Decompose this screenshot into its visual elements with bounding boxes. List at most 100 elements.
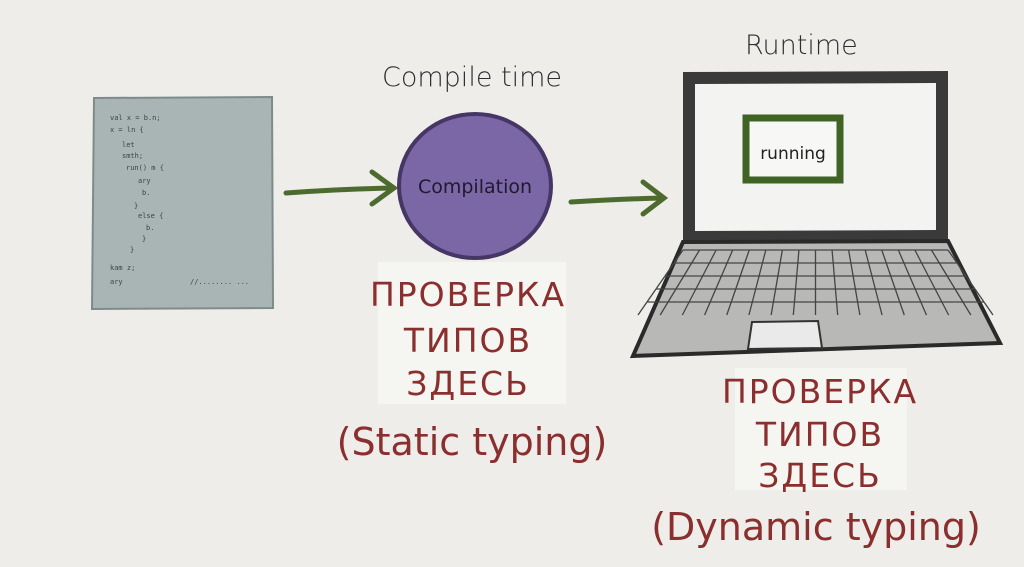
key — [833, 275, 837, 290]
key — [921, 262, 929, 277]
code-line: //........ ... — [190, 278, 249, 286]
compilation-circle: Compilation — [397, 112, 553, 260]
key — [983, 301, 994, 316]
key — [691, 249, 701, 264]
key — [864, 249, 870, 264]
key — [659, 301, 669, 316]
key — [941, 301, 950, 316]
key — [947, 249, 958, 264]
key — [755, 275, 760, 290]
dynamic-typing-note: ПРОВЕРКА ТИПОВ ЗДЕСЬ (Dynamic typing) — [651, 368, 981, 549]
dynamic-typing-label: (Dynamic typing) — [651, 505, 981, 549]
key — [695, 275, 704, 290]
key — [739, 262, 746, 277]
key — [847, 249, 852, 264]
key — [897, 249, 905, 264]
code-line: smth; — [122, 152, 143, 160]
key — [792, 301, 796, 316]
key — [852, 275, 857, 290]
key — [930, 249, 940, 264]
key — [708, 249, 717, 264]
key — [772, 288, 777, 303]
code-line: ary — [110, 278, 123, 286]
key — [920, 301, 928, 316]
key — [962, 301, 972, 316]
key — [751, 288, 757, 303]
code-line: b. — [142, 189, 150, 197]
source-code-page: val x = b.n;x = ln { let smth; run() m {… — [90, 95, 275, 311]
key — [726, 301, 732, 316]
compile-time-heading: Compile time — [382, 62, 562, 93]
key — [965, 275, 976, 290]
key — [867, 262, 873, 277]
key — [854, 288, 859, 303]
key — [894, 288, 901, 303]
trackpad — [746, 319, 824, 351]
key — [726, 249, 734, 264]
key — [779, 249, 784, 264]
key — [850, 262, 854, 277]
key — [832, 262, 835, 277]
key — [890, 275, 896, 290]
code-line: run() m { — [126, 164, 164, 172]
key — [646, 288, 657, 303]
key — [673, 249, 684, 264]
key — [735, 275, 741, 290]
key — [715, 275, 723, 290]
arrow-to-runtime — [568, 179, 669, 217]
key — [974, 288, 985, 303]
code-line: b. — [146, 224, 154, 232]
key — [885, 262, 892, 277]
key — [914, 288, 922, 303]
code-line: val x = b.n; — [110, 114, 161, 122]
key — [664, 262, 675, 277]
key — [835, 301, 839, 316]
key — [770, 301, 775, 316]
key — [956, 262, 967, 277]
static-note-line-2: ТИПОВ — [403, 321, 532, 360]
static-typing-note: ПРОВЕРКА ТИПОВ ЗДЕСЬ (Static typing) — [337, 262, 607, 464]
key — [744, 249, 750, 264]
key — [681, 301, 690, 316]
key — [688, 288, 697, 303]
key — [675, 275, 685, 290]
key — [683, 262, 693, 277]
laptop: running — [629, 71, 1004, 359]
key — [874, 288, 880, 303]
running-label: running — [760, 144, 826, 164]
key — [831, 249, 834, 264]
code-line: x = ln { — [110, 126, 144, 134]
key — [834, 288, 838, 303]
key — [871, 275, 876, 290]
dynamic-note-line-2: ТИПОВ — [755, 415, 884, 454]
key — [938, 262, 948, 277]
key — [797, 249, 800, 264]
dynamic-note-line-1: ПРОВЕРКА — [722, 372, 918, 411]
key — [748, 301, 753, 316]
key — [758, 262, 764, 277]
key — [878, 301, 883, 316]
key — [954, 288, 964, 303]
key — [914, 249, 923, 264]
key — [796, 262, 799, 277]
key — [899, 301, 905, 316]
code-line: kam z; — [110, 264, 135, 272]
runtime-heading: Runtime — [745, 30, 858, 61]
key — [720, 262, 728, 277]
key — [761, 249, 767, 264]
code-line: else { — [138, 212, 163, 220]
key — [637, 301, 648, 316]
key — [703, 301, 711, 316]
key — [794, 275, 798, 290]
running-window: running — [742, 114, 844, 184]
code-line: } — [130, 246, 134, 254]
key — [927, 275, 936, 290]
key — [908, 275, 916, 290]
static-note-line-1: ПРОВЕРКА — [370, 275, 566, 314]
key — [793, 288, 797, 303]
key — [856, 301, 861, 316]
compilation-label: Compilation — [418, 176, 532, 198]
key — [946, 275, 956, 290]
key — [903, 262, 911, 277]
code-line: } — [142, 235, 146, 243]
